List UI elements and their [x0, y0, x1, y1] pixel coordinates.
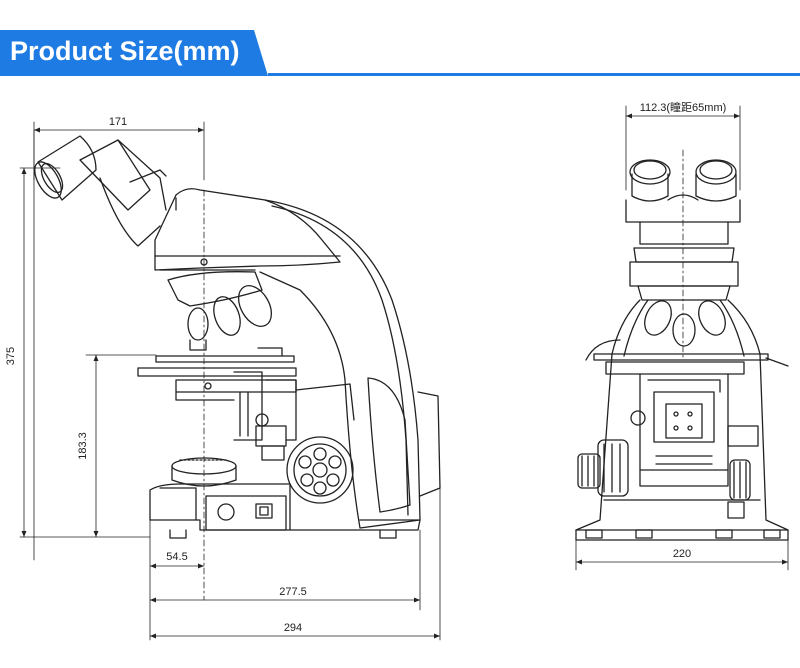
dimension-arrows — [21, 113, 788, 639]
microscope-head — [154, 188, 341, 271]
dim-front-offset: 54.5 — [166, 551, 187, 563]
front-objectives — [644, 300, 726, 347]
side-dimension-lines — [19, 121, 441, 641]
stage — [137, 347, 297, 441]
nosepiece — [167, 271, 273, 351]
dim-top-width: 171 — [109, 116, 127, 128]
section-header: Product Size(mm) — [0, 0, 800, 80]
front-head — [629, 247, 739, 301]
dim-interpupillary: 112.3(瞳距65mm) — [640, 100, 727, 114]
dim-front-width: 220 — [673, 548, 691, 560]
header-tab — [0, 30, 268, 76]
microscope-base — [149, 483, 421, 539]
dim-depth-base: 277.5 — [279, 586, 307, 598]
dim-stage-height: 183.3 — [77, 432, 89, 460]
dim-total-height: 375 — [5, 347, 17, 365]
front-dimension-lines — [575, 105, 789, 571]
dim-depth-total: 294 — [284, 622, 302, 634]
microscope-arm — [259, 199, 441, 529]
front-base — [575, 499, 789, 541]
focus-knob — [255, 383, 355, 461]
front-stage — [593, 353, 769, 471]
page-title: Product Size(mm) — [10, 36, 240, 66]
eyepiece — [34, 135, 167, 247]
header-rule — [268, 73, 800, 76]
side-view-microscope — [34, 135, 441, 539]
light-port — [286, 436, 354, 504]
front-view-microscope — [575, 159, 789, 541]
